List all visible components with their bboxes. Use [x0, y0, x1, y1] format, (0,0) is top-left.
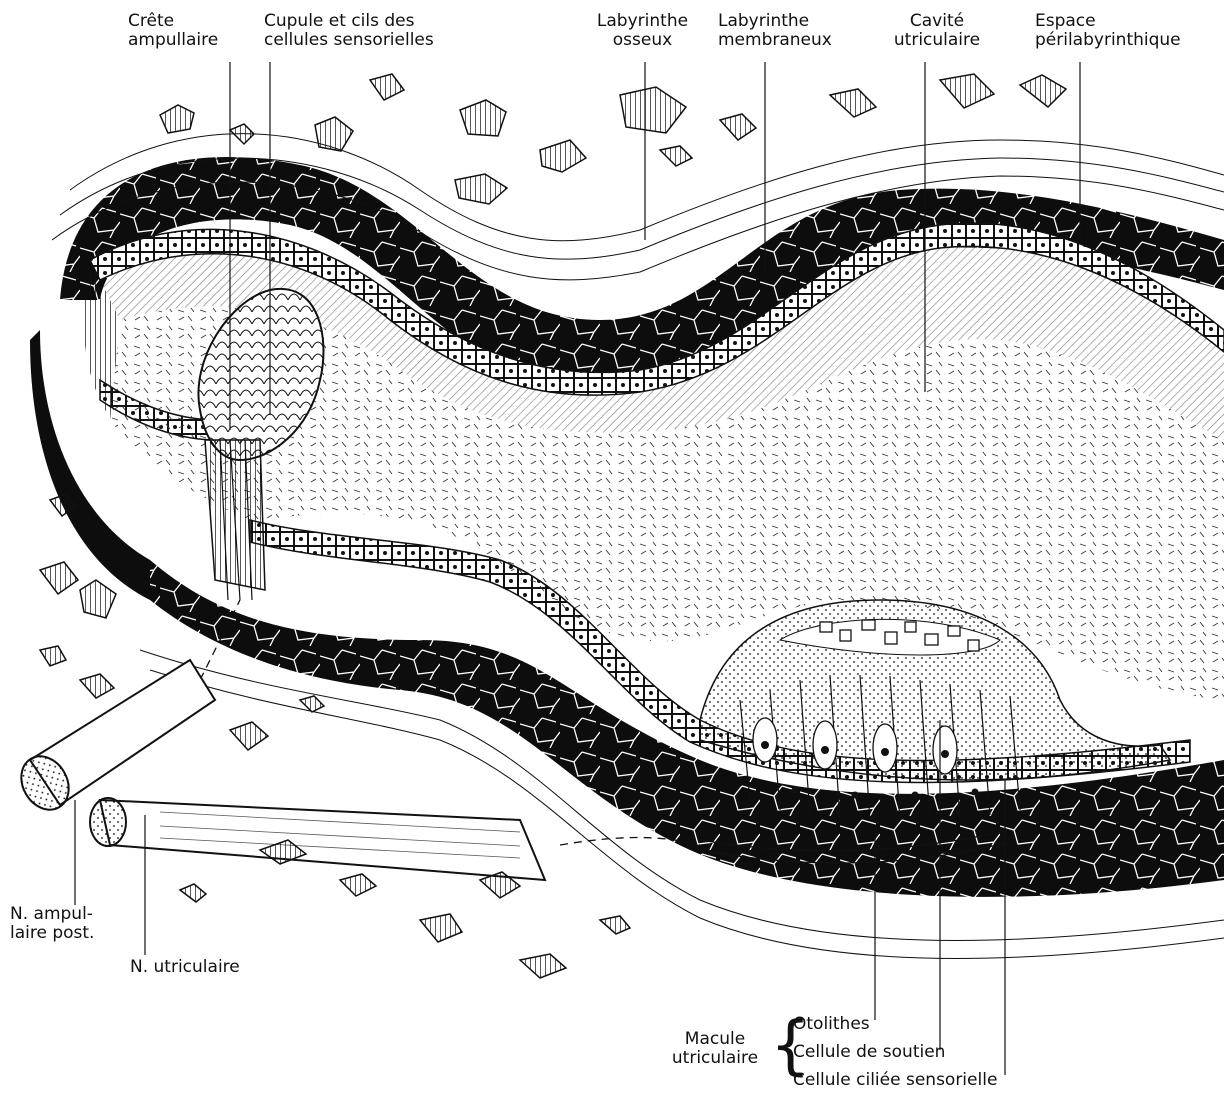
label-n-utriculaire: N. utriculaire — [130, 958, 240, 977]
utricular-nerve — [90, 798, 545, 880]
label-otolithes: Otolithes — [793, 1015, 870, 1034]
label-n-ampullaire-post: N. ampul-laire post. — [10, 905, 94, 943]
label-cellule-soutien: Cellule de soutien — [793, 1043, 945, 1062]
posterior-ampullary-nerve — [12, 660, 215, 818]
label-cellule-ciliee: Cellule ciliée sensorielle — [793, 1071, 997, 1090]
